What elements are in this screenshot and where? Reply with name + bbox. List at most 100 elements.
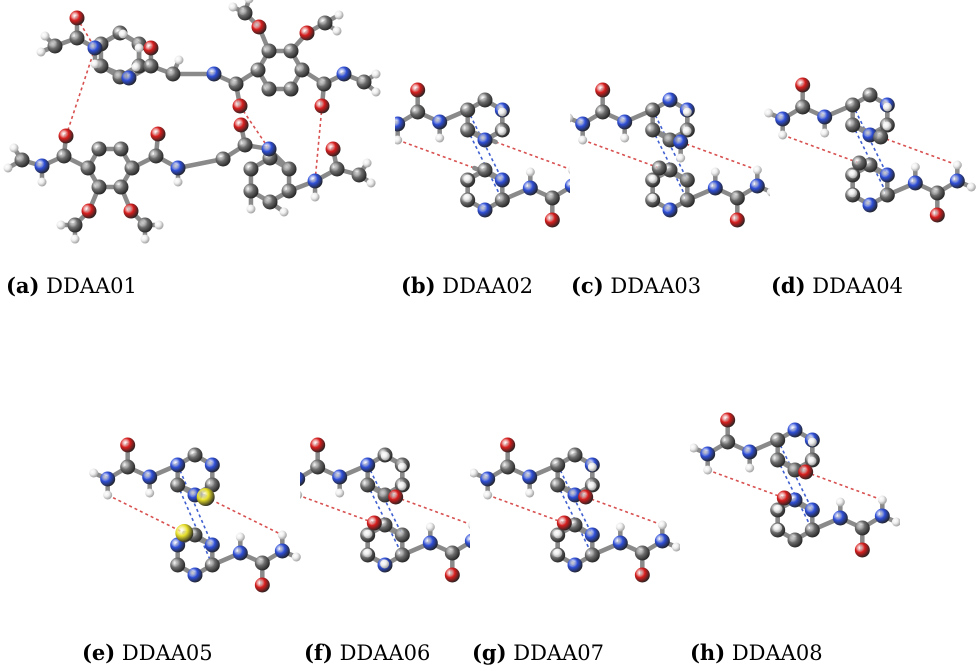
atom-o-19 bbox=[410, 82, 426, 98]
atom-c-8 bbox=[170, 557, 186, 573]
atom-h-22 bbox=[703, 465, 713, 475]
atom-c-47 bbox=[262, 194, 278, 210]
caption-c-letter: (c) bbox=[571, 273, 604, 298]
atom-c-2 bbox=[460, 122, 476, 138]
atom-o-19 bbox=[795, 77, 811, 93]
hydrogen-bond-3 bbox=[176, 484, 214, 566]
atom-h-15 bbox=[90, 59, 100, 69]
atom-c-3 bbox=[460, 102, 476, 118]
atom-c-6 bbox=[679, 192, 695, 208]
hydrogen-bond-1 bbox=[680, 141, 758, 171]
atom-c-26 bbox=[544, 190, 560, 206]
atom-n-24 bbox=[832, 510, 848, 526]
hydrogen-bond-3 bbox=[851, 124, 889, 196]
atom-s-27 bbox=[175, 524, 194, 542]
atom-h-21 bbox=[470, 468, 479, 478]
atom-h-64 bbox=[366, 178, 376, 188]
atom-o-75 bbox=[299, 25, 315, 41]
caption-f-name: DDAA06 bbox=[339, 641, 431, 665]
atom-o-31 bbox=[776, 490, 792, 506]
hydrogen-bond-1 bbox=[205, 496, 283, 536]
atom-c-24 bbox=[80, 160, 96, 176]
atom-h-25 bbox=[615, 522, 625, 532]
atom-h-25 bbox=[291, 552, 301, 562]
molecule-panel-d bbox=[764, 77, 976, 223]
caption-h: (h) DDAA08 bbox=[690, 640, 823, 665]
atom-c-66 bbox=[283, 81, 299, 97]
atom-n-9 bbox=[87, 40, 103, 56]
atom-c-3 bbox=[845, 97, 861, 113]
atom-o-80 bbox=[232, 98, 248, 114]
atom-n-11 bbox=[584, 527, 600, 543]
hydrogen-bond-0 bbox=[487, 494, 565, 524]
atom-c-65 bbox=[294, 62, 310, 78]
atom-h-22 bbox=[483, 490, 493, 500]
atom-o-56 bbox=[233, 117, 249, 133]
atom-c-19 bbox=[165, 66, 181, 82]
atom-h-15 bbox=[848, 169, 858, 179]
atom-o-23 bbox=[798, 464, 814, 480]
atom-o-29 bbox=[444, 567, 460, 583]
atom-c-18 bbox=[795, 99, 811, 115]
atom-h-77 bbox=[334, 10, 344, 20]
atom-n-16 bbox=[617, 114, 633, 130]
atom-n-28 bbox=[564, 178, 570, 194]
caption-d-name: DDAA04 bbox=[812, 274, 903, 298]
atom-h-59 bbox=[310, 192, 320, 202]
atom-c-26 bbox=[929, 185, 945, 201]
hydrogen-bond-0 bbox=[397, 139, 475, 169]
caption-g: (g) DDAA07 bbox=[472, 640, 604, 665]
caption-c-name: DDAA03 bbox=[610, 274, 702, 298]
atom-c-85 bbox=[356, 74, 372, 90]
hydrogen-bond-0 bbox=[582, 139, 660, 169]
atom-h-25 bbox=[525, 167, 535, 177]
atom-h-37 bbox=[70, 234, 80, 244]
caption-e: (e) DDAA05 bbox=[82, 640, 213, 665]
atom-n-24 bbox=[907, 175, 923, 191]
atom-h-32 bbox=[9, 143, 19, 153]
hydrogen-bond-3 bbox=[366, 484, 404, 556]
atom-h-17 bbox=[745, 463, 755, 473]
atom-n-16 bbox=[742, 444, 758, 460]
atom-c-2 bbox=[550, 477, 566, 493]
hydrogen-bond-1 bbox=[805, 471, 883, 501]
atom-c-26 bbox=[854, 520, 870, 536]
molecule-panel-h bbox=[690, 412, 900, 558]
atom-c-76 bbox=[317, 15, 333, 31]
atom-o-34 bbox=[81, 203, 97, 219]
atom-h-86 bbox=[371, 69, 381, 79]
hydrogen-bond-3 bbox=[776, 459, 814, 531]
atom-c-60 bbox=[329, 161, 345, 177]
atom-h-17 bbox=[435, 133, 445, 143]
atom-h-30 bbox=[952, 160, 962, 170]
atom-o-18 bbox=[143, 40, 159, 56]
atom-h-30 bbox=[37, 177, 47, 187]
atom-h-14 bbox=[773, 523, 783, 533]
atom-h-21 bbox=[690, 443, 699, 453]
atom-c-49 bbox=[243, 161, 259, 177]
molecule-panel-b bbox=[395, 82, 570, 228]
atom-n-24 bbox=[612, 535, 628, 551]
caption-g-name: DDAA07 bbox=[513, 641, 604, 665]
caption-c: (c) DDAA03 bbox=[571, 273, 701, 298]
hydrogen-bond-3 bbox=[556, 484, 594, 556]
atom-c-4 bbox=[567, 447, 583, 463]
atom-c-11 bbox=[679, 172, 695, 188]
atom-n-22 bbox=[300, 471, 306, 487]
atom-h-14 bbox=[36, 47, 46, 57]
atom-n-20 bbox=[480, 471, 496, 487]
atom-c-6 bbox=[804, 522, 820, 538]
atom-n-54 bbox=[261, 141, 277, 157]
hydrogen-bond-1 bbox=[880, 136, 958, 166]
caption-a-name: DDAA01 bbox=[46, 274, 137, 298]
atom-c-31 bbox=[851, 155, 867, 171]
atom-n-3 bbox=[170, 457, 186, 473]
atom-h-41 bbox=[173, 177, 183, 187]
hydrogen-bond-1 bbox=[395, 496, 470, 526]
atom-n-7 bbox=[477, 202, 493, 218]
molecule-panel-a bbox=[3, 0, 381, 244]
atom-n-7 bbox=[862, 197, 878, 213]
atom-o-28 bbox=[729, 212, 745, 228]
atom-c-21 bbox=[124, 160, 140, 176]
atom-c-3 bbox=[645, 102, 661, 118]
